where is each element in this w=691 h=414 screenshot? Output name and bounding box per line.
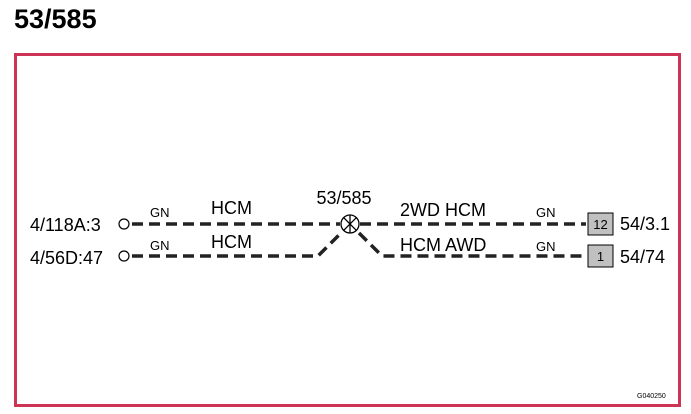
left-terminal-label-2: 4/56D:47 xyxy=(30,248,103,268)
connector-pin-number: 1 xyxy=(597,249,604,264)
page-title: 53/585 xyxy=(14,4,97,34)
splice-label: 53/585 xyxy=(316,188,371,208)
connector-pin-box xyxy=(587,212,614,236)
figure-code: G040250 xyxy=(637,393,666,400)
right-connector-label-2: 54/74 xyxy=(620,247,665,267)
wire-2-color-right: GN xyxy=(536,239,556,254)
wire-1-name-right: 2WD HCM xyxy=(400,200,486,220)
wire-bottom-right xyxy=(357,231,586,258)
diagram-frame xyxy=(14,53,681,407)
wire-1-name-left: HCM xyxy=(211,198,252,218)
wire-bottom-left xyxy=(132,231,343,258)
connector-pin-number: 12 xyxy=(593,217,607,232)
open-circle-terminal-icon xyxy=(118,250,130,262)
open-circle-terminal-icon xyxy=(118,218,130,230)
wire-2-name-right: HCM AWD xyxy=(400,235,486,255)
right-connector-label-1: 54/3.1 xyxy=(620,214,670,234)
left-terminal-label-1: 4/118A:3 xyxy=(30,215,101,235)
wire-2-color-left: GN xyxy=(150,238,170,253)
wire-1-color-right: GN xyxy=(536,205,556,220)
wire-1-color-left: GN xyxy=(150,205,170,220)
splice-junction-icon xyxy=(340,214,360,234)
wire-2-name-left: HCM xyxy=(211,232,252,252)
connector-pin-box xyxy=(587,244,614,268)
